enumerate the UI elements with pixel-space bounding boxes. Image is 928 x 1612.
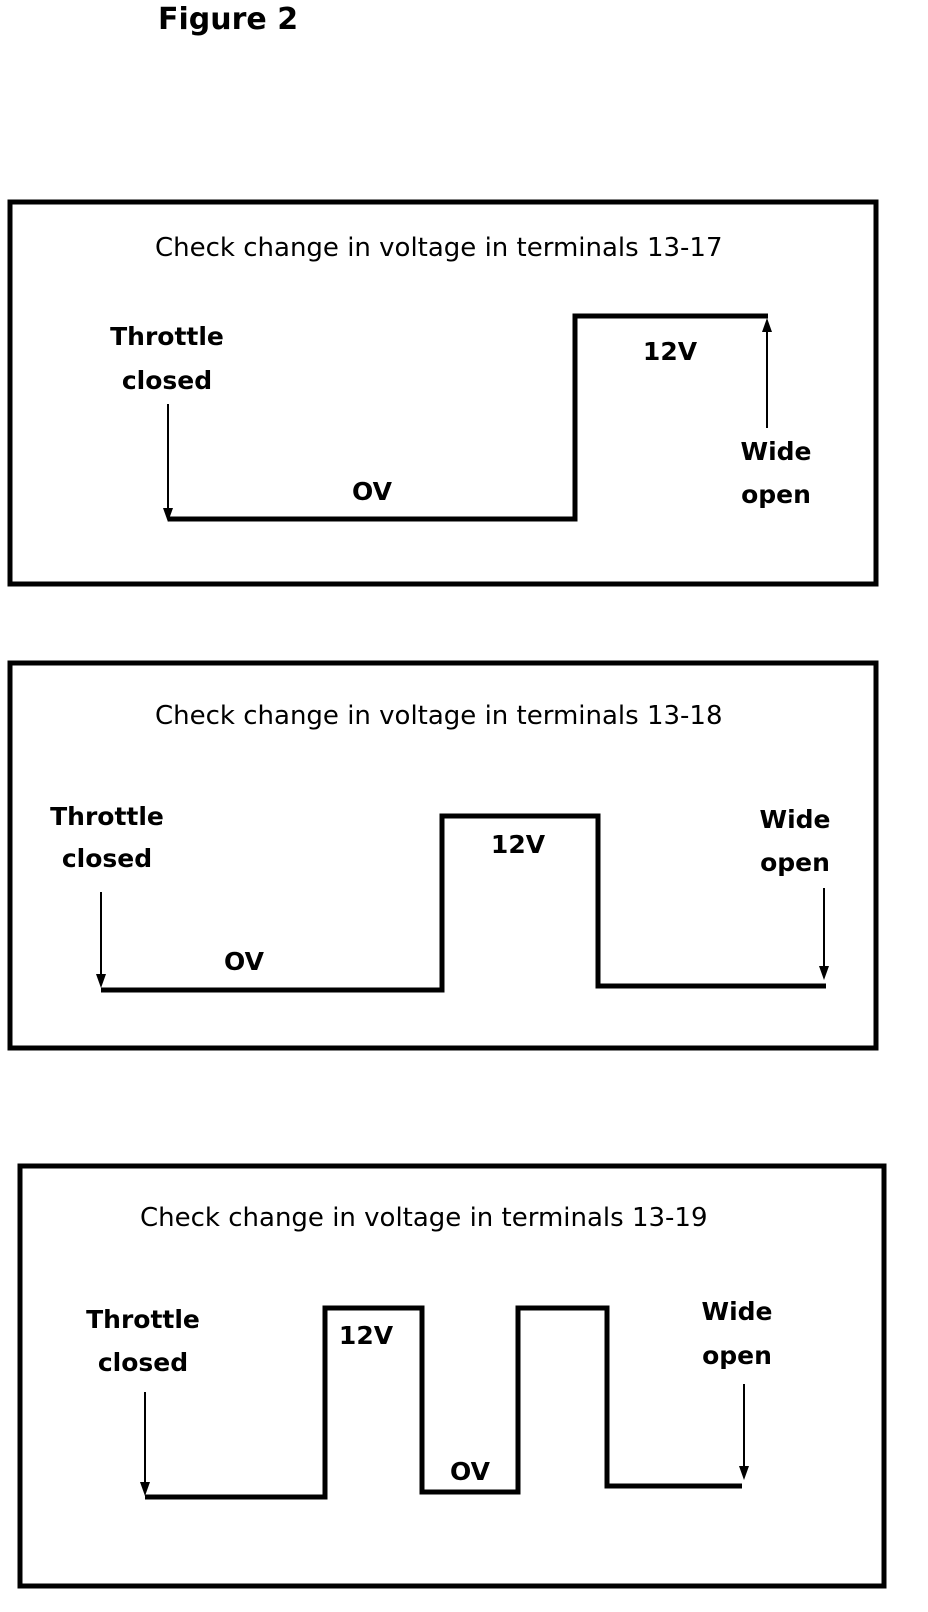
end-label-line2: open <box>741 480 811 509</box>
start-arrow-head <box>96 974 106 988</box>
panel-frame <box>7 660 879 1051</box>
start-label-line2: closed <box>122 366 212 395</box>
high-level-label: 12V <box>339 1321 394 1350</box>
signal-waveform <box>101 813 826 993</box>
figure-title: Figure 2 <box>158 2 299 37</box>
end-arrow-head <box>739 1466 749 1480</box>
panel-13-17: Check change in voltage in terminals 13-… <box>7 199 879 587</box>
low-level-label: OV <box>450 1457 491 1486</box>
end-arrow-head <box>762 318 772 332</box>
start-label-line1: Throttle <box>86 1305 200 1334</box>
panel-title: Check change in voltage in terminals 13-… <box>155 701 723 731</box>
end-label-line1: Wide <box>741 437 812 466</box>
start-label-line1: Throttle <box>50 802 164 831</box>
end-label-line2: open <box>702 1341 772 1370</box>
low-level-label: OV <box>224 947 265 976</box>
start-label-line2: closed <box>62 844 152 873</box>
low-level-label: OV <box>352 477 393 506</box>
panel-frame <box>7 199 879 587</box>
start-label-line2: closed <box>98 1348 188 1377</box>
start-arrow-head <box>140 1482 150 1496</box>
end-arrow-head <box>819 966 829 980</box>
panel-title: Check change in voltage in terminals 13-… <box>140 1203 708 1233</box>
end-label-line2: open <box>760 848 830 877</box>
high-level-label: 12V <box>643 337 698 366</box>
start-label-line1: Throttle <box>110 322 224 351</box>
signal-waveform <box>168 313 768 522</box>
panel-title: Check change in voltage in terminals 13-… <box>155 233 723 263</box>
panel-frame <box>17 1163 887 1589</box>
end-label-line1: Wide <box>760 805 831 834</box>
start-arrow-head <box>163 508 173 522</box>
panel-13-19: Check change in voltage in terminals 13-… <box>17 1163 887 1589</box>
panel-13-18: Check change in voltage in terminals 13-… <box>7 660 879 1051</box>
signal-waveform <box>145 1305 742 1500</box>
high-level-label: 12V <box>491 830 546 859</box>
end-label-line1: Wide <box>702 1297 773 1326</box>
